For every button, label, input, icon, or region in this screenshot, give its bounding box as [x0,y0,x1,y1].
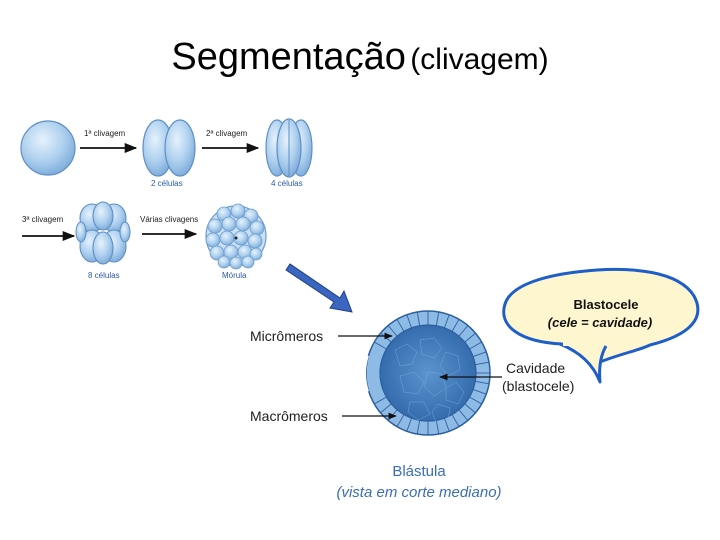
label-blastocele-paren: (blastocele) [502,378,574,394]
blastomere-wall [387,325,398,337]
bubble-line1: Blastocele [573,297,638,312]
blastula-section [360,310,491,436]
blastomere-wall [472,388,487,395]
blastomere-wall [435,420,440,435]
blastomere-wall [469,341,482,350]
blastomere-wall [416,311,421,326]
slide-title: Segmentação (clivagem) [0,36,720,79]
speech-bubble [502,267,700,384]
four-cell-stage [265,118,313,178]
blastomere-wall [416,420,421,435]
title-main: Segmentação [171,36,406,78]
label-blastula: Blástula [392,463,446,480]
blastomere-wall [458,409,469,421]
blastomere-wall [464,403,476,414]
blastomere-wall [451,414,460,427]
label-several-cleavages: Várias clivagens [140,215,198,224]
label-second-cleavage: 2ª clivagem [206,129,248,138]
blastomere-wall [469,396,482,405]
blastomere-wall [396,319,405,332]
label-4-cells: 4 células [271,179,303,188]
title-paren: (clivagem) [410,43,549,76]
blastomere-wall [374,341,387,350]
label-blastula-subtitle: (vista em corte mediano) [336,484,501,501]
blastomere-wall [475,380,490,385]
blastomere-wall [458,325,469,337]
blastomere-wall [374,396,387,405]
label-8-cells: 8 células [88,271,120,280]
blastomere-wall [435,311,440,326]
blastomere-wall [380,403,392,414]
label-2-cells: 2 células [151,179,183,188]
blastomere-wall [472,351,487,358]
blastomere-wall [475,361,490,366]
blastomere-wall [464,332,476,343]
blastomere-wall [396,414,405,427]
bubble-line2: (cele = cavidade) [548,315,652,330]
eight-cell-stage [75,201,131,265]
blastomere-wall [406,314,413,329]
label-macromeros: Macrômeros [250,408,328,424]
label-morula: Mórula [222,271,247,280]
blue-transition-arrow [285,263,353,313]
blastomere-wall [451,319,460,332]
label-first-cleavage: 1ª clivagem [84,129,126,138]
morula [205,203,267,270]
label-third-cleavage: 3ª clivagem [22,215,64,224]
label-cavidade: Cavidade [506,360,565,376]
zygote-cell [20,120,76,176]
two-cell-stage [142,119,196,177]
label-micromeros: Micrômeros [250,328,323,344]
blastomere-wall [406,417,413,432]
blastomere-wall [443,314,450,329]
